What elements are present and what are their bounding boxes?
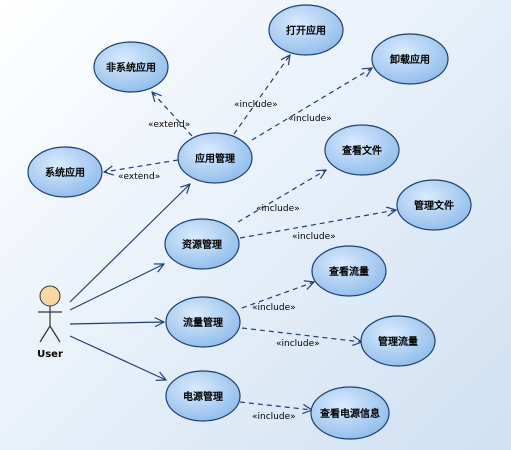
label-include-view-traffic: «include» [252,303,296,313]
label-include-open: «include» [234,100,278,110]
extend-system-app [104,159,179,172]
usecase-traffic-mgmt-label: 流量管理 [183,316,223,329]
actor-user[interactable]: User [37,285,63,360]
association-app-mgmt [69,184,190,303]
label-include-manage-file: «include» [292,232,336,242]
usecase-uninstall-app-label: 卸载应用 [390,53,430,66]
label-include-uninstall: «include» [288,114,332,124]
label-extend-non-system: «extend» [148,120,190,130]
actor-leg-right [49,325,61,343]
usecase-manage-traffic-label: 管理流量 [378,335,418,348]
label-include-view-file: «include» [256,204,300,214]
usecase-app-mgmt-label: 应用管理 [195,152,235,165]
usecase-open-app[interactable]: 打开应用 [268,4,344,56]
usecase-traffic-mgmt[interactable]: 流量管理 [165,296,241,348]
include-view-battery-info [239,401,312,410]
usecase-open-app-label: 打开应用 [286,24,326,37]
usecase-manage-traffic[interactable]: 管理流量 [360,315,436,367]
association-battery-mgmt [69,335,166,380]
usecase-battery-mgmt[interactable]: 电源管理 [165,370,241,422]
usecase-view-file-label: 查看文件 [341,144,382,157]
usecase-non-system-app[interactable]: 非系统应用 [93,41,169,93]
dependencies [104,55,396,410]
usecase-resource-mgmt-label: 资源管理 [182,238,222,251]
actor-head [39,285,61,307]
include-open-app [233,55,290,135]
include-view-traffic [241,282,314,309]
actor-leg-left [39,325,51,343]
usecase-system-app-label: 系统应用 [45,166,85,179]
usecase-view-battery-info[interactable]: 查看电源信息 [310,386,390,440]
usecase-battery-mgmt-label: 电源管理 [183,390,223,403]
relation-labels: «extend» «extend» «include» «include» «i… [118,100,336,422]
label-extend-system: «extend» [118,172,160,182]
extend-non-system-app [152,92,193,137]
usecase-system-app[interactable]: 系统应用 [27,146,103,198]
include-view-file [237,170,326,223]
usecase-view-battery-info-label: 查看电源信息 [319,407,380,420]
usecase-non-system-app-label: 非系统应用 [106,61,156,74]
usecase-view-traffic[interactable]: 查看流量 [311,245,387,297]
usecase-resource-mgmt[interactable]: 资源管理 [164,218,240,270]
usecase-view-traffic-label: 查看流量 [328,265,369,278]
label-include-manage-traffic: «include» [276,339,320,349]
associations [69,184,190,380]
label-include-battery-info: «include» [252,412,296,422]
usecase-view-file[interactable]: 查看文件 [324,124,400,176]
usecase-manage-file[interactable]: 管理文件 [396,179,472,231]
usecase-uninstall-app[interactable]: 卸载应用 [371,33,449,85]
usecase-manage-file-label: 管理文件 [414,199,454,212]
include-manage-traffic [241,327,362,342]
actor-label: User [37,349,63,360]
association-resource-mgmt [69,264,164,311]
association-traffic-mgmt [69,322,164,324]
usecase-app-mgmt[interactable]: 应用管理 [177,132,253,184]
